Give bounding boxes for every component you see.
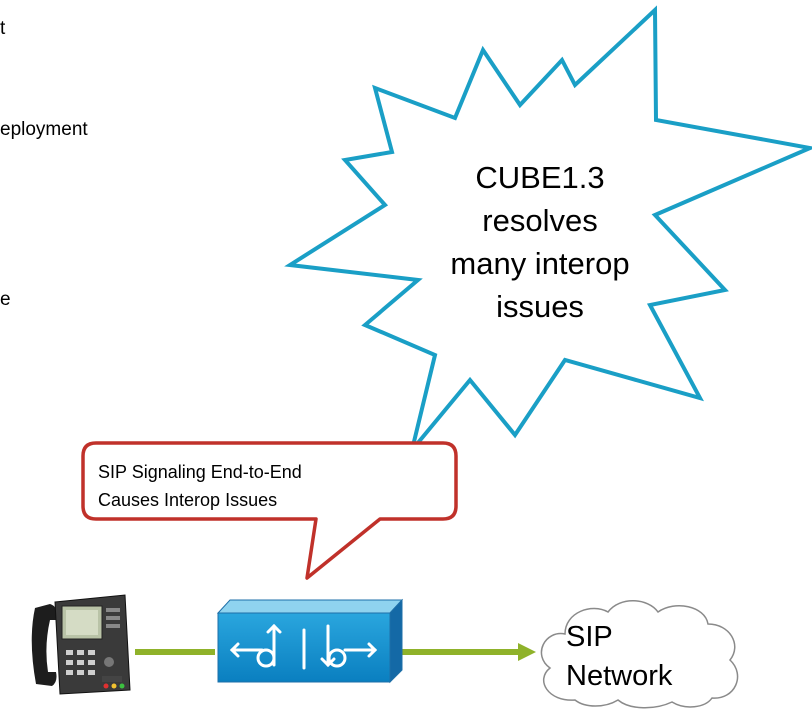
bullet-fragment-1: t	[0, 18, 6, 39]
callout-line: SIP Signaling End-to-End	[98, 462, 302, 482]
cloud-line: Network	[566, 660, 673, 692]
starburst-line: CUBE1.3	[475, 160, 605, 195]
cloud-icon	[540, 600, 739, 709]
cloud-label: SIP Network	[566, 618, 672, 696]
bullet-fragment-2: eployment	[0, 119, 88, 140]
callout-line: Causes Interop Issues	[98, 490, 278, 510]
bullet-fragment-3: e	[0, 289, 11, 310]
cube-router-icon	[216, 598, 404, 684]
ip-phone-icon	[31, 594, 131, 695]
starburst-shape	[284, 5, 812, 452]
starburst-line: many interop	[450, 246, 630, 281]
callout-label: SIP Signaling End-to-End Causes Interop …	[98, 458, 398, 514]
callout-shape	[81, 441, 458, 580]
cloud-line: SIP	[566, 621, 613, 653]
starburst-line: issues	[496, 289, 584, 324]
arrowhead	[518, 643, 536, 661]
starburst-line: resolves	[482, 203, 598, 238]
starburst-label: CUBE1.3 resolves many interop issues	[395, 156, 685, 328]
